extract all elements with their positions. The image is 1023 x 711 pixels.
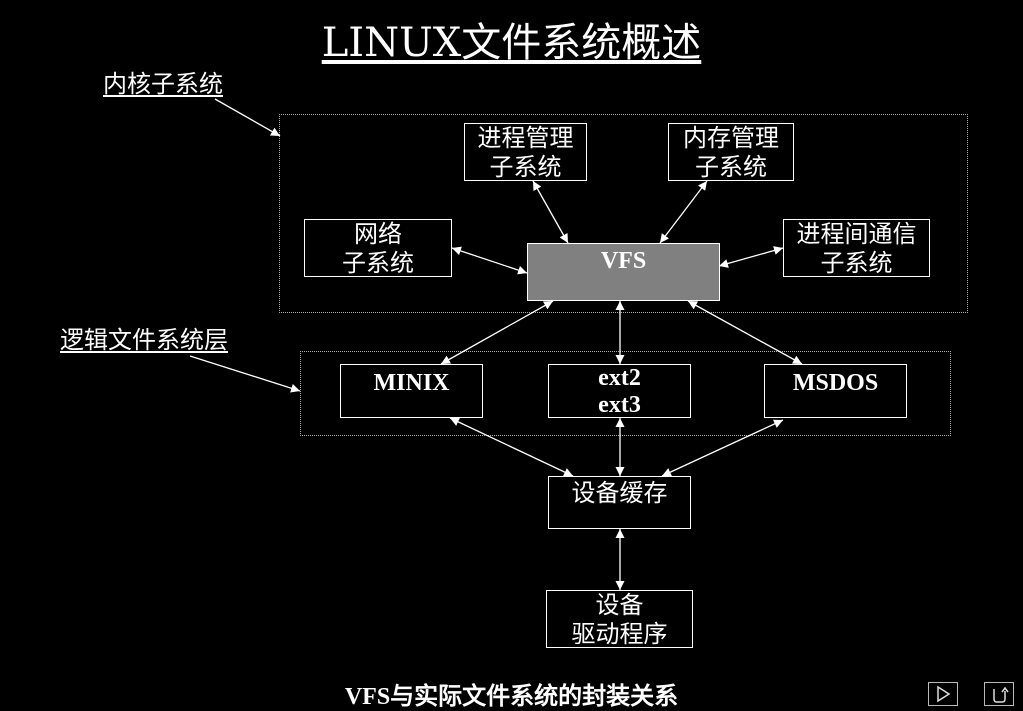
kernel-subsystem-label: 内核子系统 (103, 70, 223, 98)
device-driver-line1: 设备 (595, 591, 644, 619)
process-mgmt-box: 进程管理 子系统 (464, 123, 587, 181)
logical-fs-layer-label: 逻辑文件系统层 (60, 326, 228, 354)
vfs-label: VFS (600, 248, 647, 274)
play-icon (937, 685, 951, 703)
return-button[interactable] (984, 682, 1014, 706)
network-line1: 网络 (354, 220, 402, 248)
vfs-box: VFS (527, 243, 720, 301)
memory-mgmt-box: 内存管理 子系统 (668, 123, 794, 181)
arrow-memory-vfs (659, 180, 708, 244)
device-cache-box: 设备缓存 (548, 476, 691, 529)
arrow-network-vfs (451, 246, 528, 275)
logical-fs-layer-group (300, 351, 951, 436)
process-mgmt-line2: 子系统 (489, 153, 562, 181)
msdos-box: MSDOS (764, 364, 907, 418)
next-slide-button[interactable] (928, 682, 958, 706)
arrow-process-vfs (532, 180, 569, 244)
msdos-label: MSDOS (792, 370, 879, 396)
memory-mgmt-line2: 子系统 (695, 153, 767, 181)
ipc-box: 进程间通信 子系统 (783, 219, 930, 277)
arrow-vfs-msdos (687, 300, 803, 365)
ipc-line1: 进程间通信 (796, 220, 917, 248)
device-driver-box: 设备 驱动程序 (546, 590, 693, 648)
network-line2: 子系统 (342, 249, 414, 277)
device-driver-line2: 驱动程序 (571, 620, 668, 648)
arrow-msdos-cache (661, 419, 784, 477)
return-icon (993, 686, 1009, 703)
device-cache-label: 设备缓存 (571, 479, 668, 507)
ipc-line2: 子系统 (820, 249, 893, 277)
ext-box: ext2 ext3 (548, 364, 691, 418)
pointer-logical-label (189, 355, 301, 393)
minix-label: MINIX (373, 370, 450, 396)
arrow-ipc-vfs (718, 246, 784, 268)
pointer-kernel-label (214, 98, 281, 137)
page-title: LINUX文件系统概述 (321, 20, 702, 66)
memory-mgmt-line1: 内存管理 (683, 124, 779, 152)
process-mgmt-line1: 进程管理 (477, 124, 574, 152)
arrow-vfs-minix (440, 300, 554, 365)
minix-box: MINIX (340, 364, 483, 418)
ext3-label: ext3 (598, 392, 641, 418)
arrow-minix-cache (449, 417, 574, 477)
diagram-caption: VFS与实际文件系统的封装关系 (344, 684, 679, 710)
ext2-label: ext2 (598, 365, 641, 391)
network-box: 网络 子系统 (304, 219, 452, 277)
